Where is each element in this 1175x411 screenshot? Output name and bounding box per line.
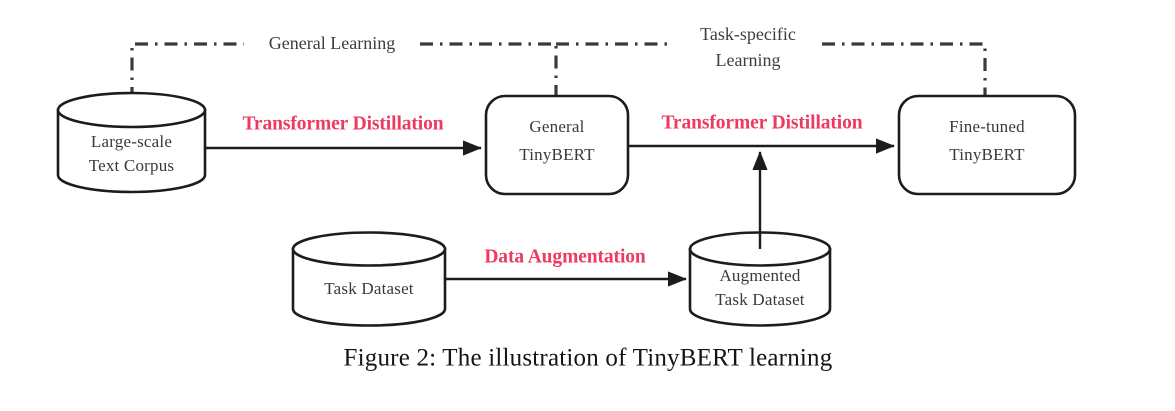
node-label-corpus-line1: Large-scale: [91, 132, 172, 151]
edge-task-to-augmented: Data Augmentation: [445, 246, 687, 287]
phase-label-general-learning: General Learning: [269, 33, 395, 53]
figure-caption: Figure 2: The illustration of TinyBERT l…: [344, 345, 833, 372]
phase-label-task-specific-line1: Task-specific: [700, 24, 796, 44]
node-general-tinybert[interactable]: General TinyBERT: [484, 94, 630, 196]
edge-label-transformer-distillation-1: Transformer Distillation: [242, 113, 443, 134]
node-label-fine-tuned-line2: TinyBERT: [949, 145, 1025, 164]
node-task-dataset[interactable]: Task Dataset: [291, 231, 447, 327]
node-label-general-tinybert-line1: General: [529, 117, 584, 136]
edge-corpus-to-general-tinybert: Transformer Distillation: [205, 113, 482, 156]
edge-label-data-augmentation: Data Augmentation: [484, 246, 646, 267]
edge-general-to-fine-tuned: Transformer Distillation: [628, 112, 895, 154]
node-label-augmented-line1: Augmented: [719, 266, 800, 285]
node-fine-tuned-tinybert[interactable]: Fine-tuned TinyBERT: [897, 94, 1077, 196]
node-label-task-dataset: Task Dataset: [324, 279, 414, 298]
node-label-general-tinybert-line2: TinyBERT: [519, 145, 595, 164]
edge-label-transformer-distillation-2: Transformer Distillation: [661, 112, 862, 133]
general-learning-bracket: [130, 42, 558, 100]
node-label-augmented-line2: Task Dataset: [715, 290, 805, 309]
node-large-scale-text-corpus[interactable]: Large-scale Text Corpus: [56, 91, 207, 194]
node-label-corpus-line2: Text Corpus: [89, 156, 175, 175]
task-specific-learning-bracket: [556, 42, 987, 96]
phase-label-task-specific-line2: Learning: [716, 50, 781, 70]
node-label-fine-tuned-line1: Fine-tuned: [949, 117, 1025, 136]
